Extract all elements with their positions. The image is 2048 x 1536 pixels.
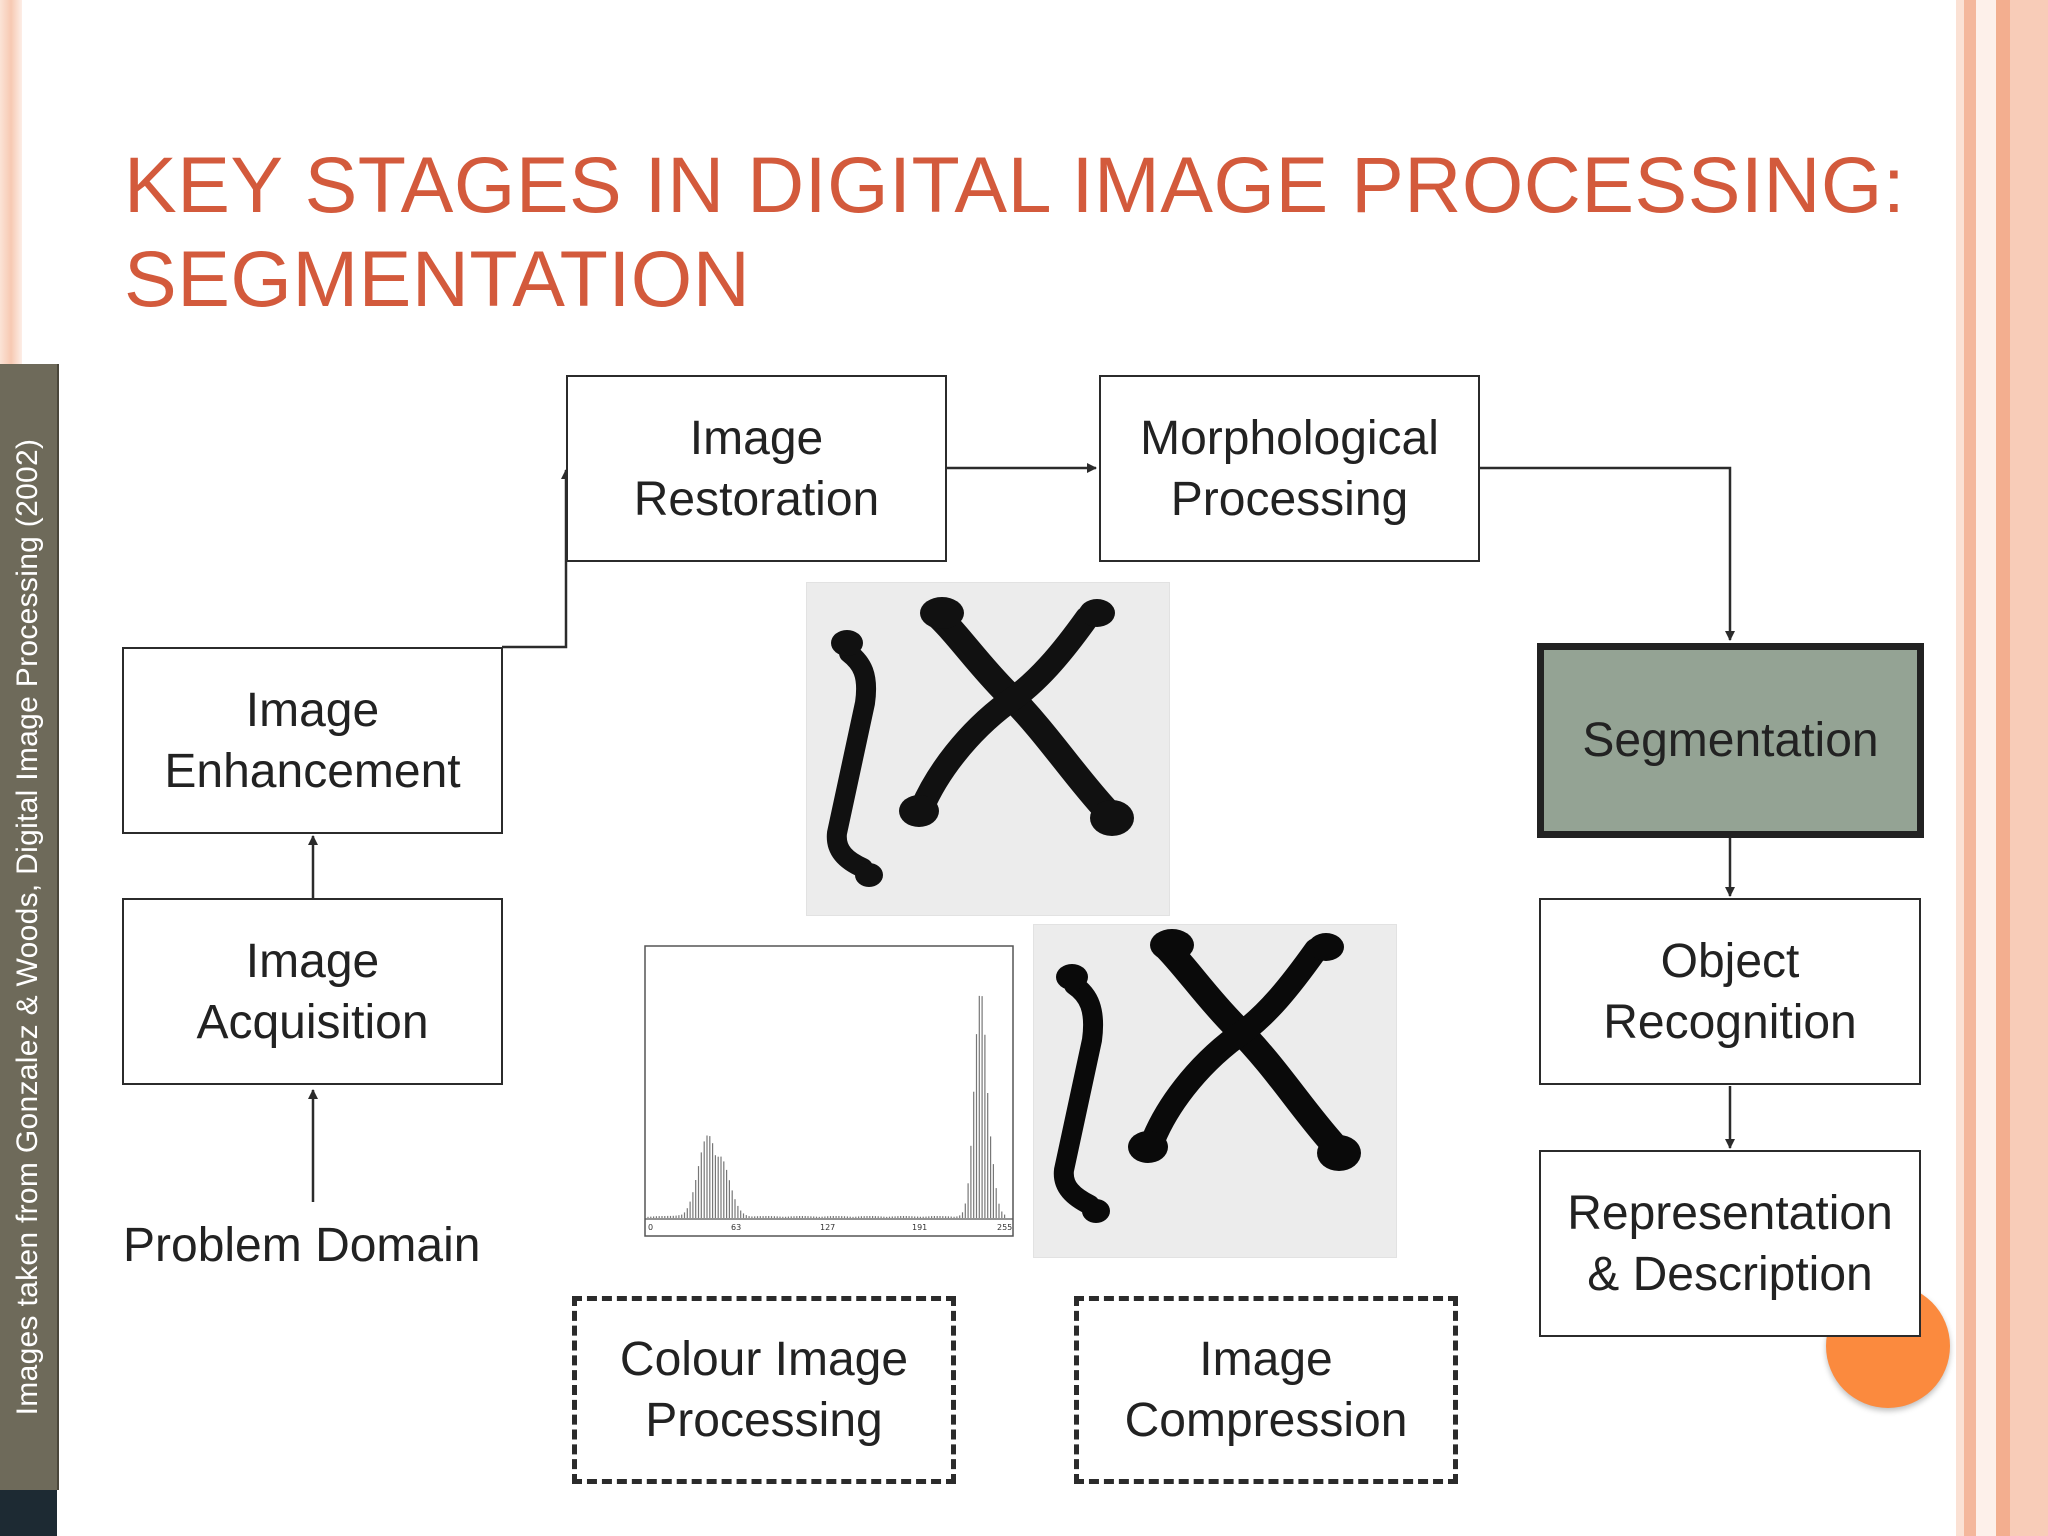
stage-label: Morphological Processing: [1140, 411, 1439, 526]
histogram-frame: [644, 945, 1014, 1237]
stage-morphological-processing: Morphological Processing: [1099, 375, 1480, 562]
stage-image-restoration: Image Restoration: [566, 375, 947, 562]
stage-label: Colour Image Processing: [619, 1333, 909, 1447]
problem-domain-label: Problem Domain: [123, 1219, 481, 1272]
stage-label: Image Restoration: [633, 411, 880, 526]
right-border-stripe: [1956, 0, 1964, 1536]
slide-title: KEY STAGES IN DIGITAL IMAGE PROCESSING: …: [124, 138, 1924, 326]
hist-tick-label: 255: [997, 1223, 1012, 1232]
hist-tick-label: 191: [912, 1223, 927, 1232]
spanner-photo-original: [806, 582, 1170, 916]
stage-image-acquisition: Image Acquisition: [122, 898, 503, 1085]
right-border-stripe: [2010, 0, 2048, 1536]
side-caption-band: [0, 364, 59, 1490]
stage-label: Image Acquisition: [196, 934, 429, 1049]
stage-image-enhancement: Image Enhancement: [122, 647, 503, 834]
stage-label: Image Compression: [1124, 1333, 1408, 1447]
stage-representation-description: Representation & Description: [1539, 1150, 1921, 1337]
right-border-stripe: [1996, 0, 2010, 1536]
hist-tick-label: 0: [648, 1223, 653, 1232]
spanner-photo-segmented: [1033, 924, 1397, 1258]
hist-tick-label: 127: [820, 1223, 835, 1232]
spanner-image: [1053, 929, 1361, 1223]
hist-tick-label: 63: [731, 1223, 741, 1232]
stage-label: Image Enhancement: [164, 683, 461, 798]
side-thumbnail: [0, 1490, 57, 1536]
stage-colour-image-processing: Colour Image Processing: [572, 1296, 956, 1484]
stage-object-recognition: Object Recognition: [1539, 898, 1921, 1085]
stage-image-compression: Image Compression: [1074, 1296, 1458, 1484]
arrow-morphological-to-segmentation: [1480, 466, 1735, 641]
stage-label: Object Recognition: [1603, 934, 1857, 1049]
right-border-stripe: [1964, 0, 1976, 1536]
stage-label: Representation & Description: [1567, 1186, 1893, 1301]
stage-label: Segmentation: [1582, 714, 1879, 767]
right-border-stripe: [1976, 0, 1996, 1536]
spanner-image: [826, 597, 1134, 887]
title-line-2: SEGMENTATION: [124, 234, 751, 323]
histogram-plot: 0 63 127 191 255: [644, 945, 1014, 1237]
title-line-1: KEY STAGES IN DIGITAL IMAGE PROCESSING:: [124, 140, 1906, 229]
stage-segmentation: Segmentation: [1537, 643, 1924, 838]
arrow-enhancement-to-restoration: [502, 469, 571, 649]
